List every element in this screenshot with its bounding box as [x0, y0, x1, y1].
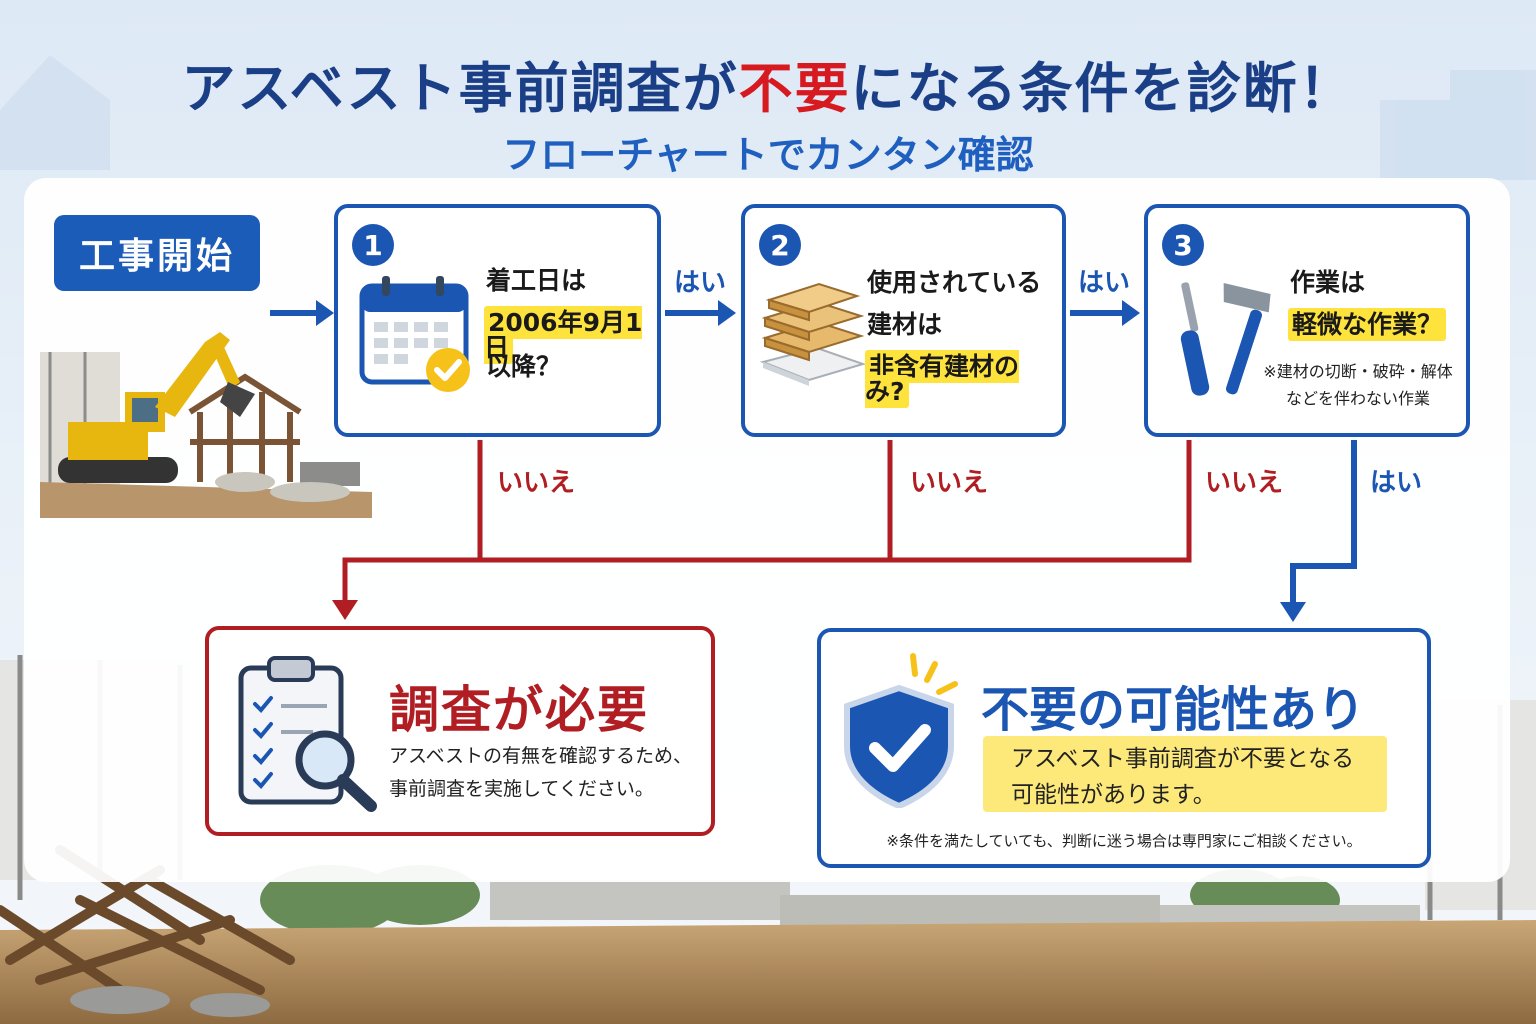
result-survey-required: 調査が必要 アスベストの有無を確認するため、事前調査を実施してください。 [205, 626, 715, 836]
step-1-highlight: 2006年9月1日 [484, 306, 643, 364]
calendar-check-icon [359, 276, 470, 392]
step-3-note: ※建材の切断・破砕・解体などを伴わない作業 [1263, 362, 1453, 409]
excavator-demolition-icon [40, 332, 372, 518]
result-required-body: アスベストの有無を確認するため、事前調査を実施してください。 [389, 745, 693, 801]
result-unneeded-body: アスベスト事前調査が不要となる可能性があります。 [983, 736, 1387, 812]
result-unneeded-title: 不要の可能性あり [981, 682, 1366, 738]
label-yes-2: はい [1078, 268, 1131, 298]
step-2-box: 2 使用されている 建材は 非含有建材のみ? [741, 204, 1066, 437]
step-1-line3: 以降？ [486, 352, 562, 381]
tools-icon [1180, 282, 1271, 396]
shield-check-icon [844, 653, 958, 808]
page-title: アスベスト事前調査が不要になる条件を診断！ [181, 57, 1355, 120]
step-2-line1: 使用されている [867, 268, 1042, 297]
step-3-highlight: 軽微な作業？ [1288, 308, 1447, 341]
step-3-box: 3 作業は 軽微な作業？ ※建材の切断・破砕・解体などを伴わない作業 [1144, 204, 1470, 437]
step-2-line2: 建材は [867, 310, 943, 339]
step-3-number: 3 [1162, 224, 1204, 266]
start-badge: 工事開始 [54, 215, 260, 291]
step-3-line1: 作業は [1290, 268, 1366, 297]
result-possibly-unneeded: 不要の可能性あり アスベスト事前調査が不要となる可能性があります。 ※条件を満た… [817, 628, 1431, 868]
step-1-box: 1 着工日は 2006年9月1日 以降？ [334, 204, 661, 437]
result-unneeded-note: ※条件を満たしていても、判断に迷う場合は専門家にご相談ください。 [886, 832, 1362, 850]
step-1-number: 1 [352, 224, 394, 266]
label-no-2: いいえ [910, 468, 989, 498]
label-no-1: いいえ [497, 468, 576, 498]
clipboard-magnifier-icon [238, 656, 377, 812]
building-materials-icon [759, 282, 867, 386]
label-no-3: いいえ [1205, 468, 1284, 498]
step-1-line1: 着工日は [486, 266, 587, 295]
page-subtitle: フローチャートでカンタン確認 [502, 133, 1034, 177]
step-2-number: 2 [759, 224, 801, 266]
label-yes-3: はい [1370, 468, 1423, 498]
result-required-title: 調査が必要 [389, 681, 649, 739]
label-yes-1: はい [674, 268, 727, 298]
step-2-highlight: 非含有建材のみ? [865, 350, 1020, 408]
